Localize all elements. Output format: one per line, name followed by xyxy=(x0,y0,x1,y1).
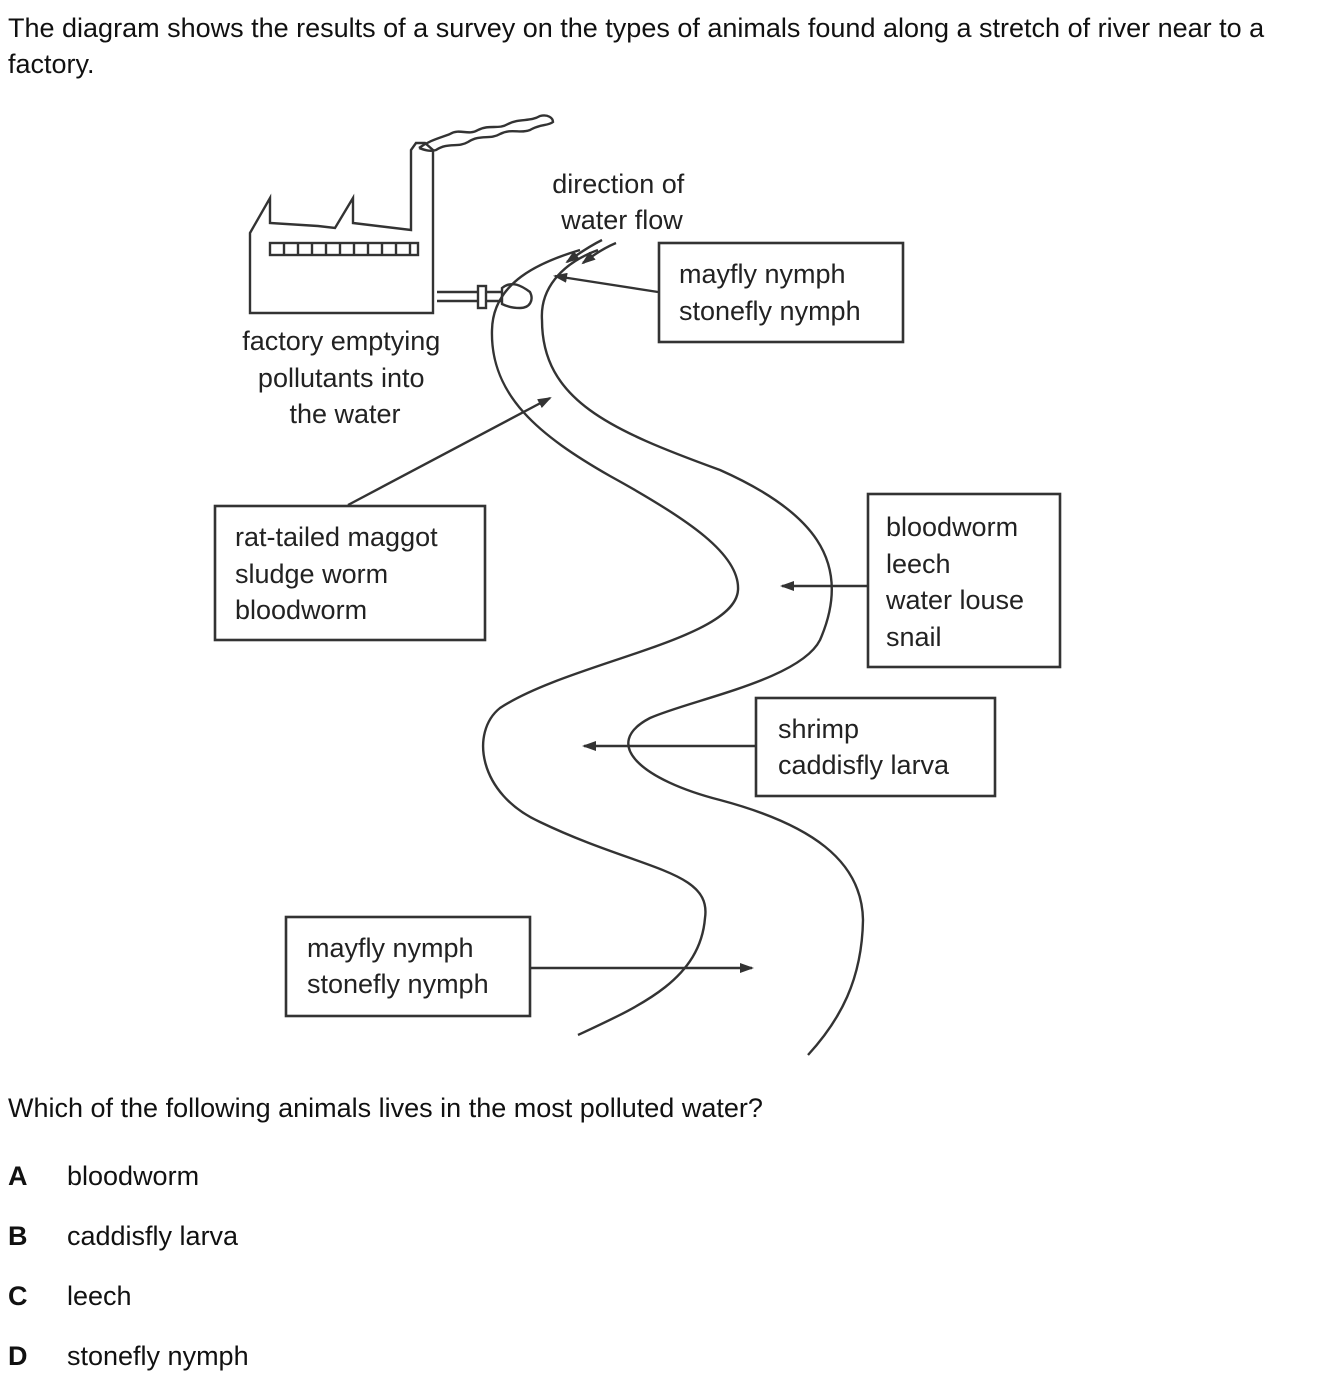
animal-name: rat-tailed maggot xyxy=(235,522,438,552)
survey-box: shrimp caddisfly larva xyxy=(582,696,997,798)
water-flow-arrow xyxy=(565,238,603,264)
survey-box: mayfly nymph stonefly nymph xyxy=(284,915,754,1018)
animal-name: mayfly nymph xyxy=(307,933,474,963)
survey-box: bloodworm leech water louse snail xyxy=(780,492,1062,669)
survey-box: mayfly nymph stonefly nymph xyxy=(553,241,905,344)
outflow-pipe-icon xyxy=(437,282,533,310)
river-right-bank xyxy=(540,248,865,1056)
option-letter: C xyxy=(8,1281,28,1311)
animal-name: snail xyxy=(886,622,942,652)
animal-name: stonefly nymph xyxy=(679,296,861,326)
animal-name: caddisfly larva xyxy=(778,750,950,780)
river-left-bank xyxy=(481,248,740,1037)
river-survey-diagram: factory emptying pollutants into the wat… xyxy=(213,114,1062,1056)
water-flow-arrow xyxy=(581,241,617,265)
animal-name: bloodworm xyxy=(886,512,1018,542)
option-text: bloodworm xyxy=(67,1161,200,1191)
factory-icon xyxy=(248,114,555,315)
animal-name: mayfly nymph xyxy=(679,259,846,289)
option-text: stonefly nymph xyxy=(67,1341,249,1371)
animal-name: sludge worm xyxy=(235,559,388,589)
intro-text: The diagram shows the results of a surve… xyxy=(8,13,1265,79)
animal-name: leech xyxy=(886,549,951,579)
water-flow-label: direction of water flow xyxy=(552,169,692,235)
option-text: caddisfly larva xyxy=(67,1221,239,1251)
animal-name: water louse xyxy=(885,585,1024,615)
option-letter: D xyxy=(8,1341,28,1371)
factory-label: factory emptying pollutants into the wat… xyxy=(242,326,448,429)
option-letter: A xyxy=(8,1161,28,1191)
question-text: Which of the following animals lives in … xyxy=(8,1093,763,1123)
option-text: leech xyxy=(67,1281,132,1311)
survey-box: rat-tailed maggot sludge worm bloodworm xyxy=(213,396,552,642)
animal-name: bloodworm xyxy=(235,595,367,625)
animal-name: shrimp xyxy=(778,714,859,744)
animal-name: stonefly nymph xyxy=(307,969,489,999)
option-letter: B xyxy=(8,1221,28,1251)
